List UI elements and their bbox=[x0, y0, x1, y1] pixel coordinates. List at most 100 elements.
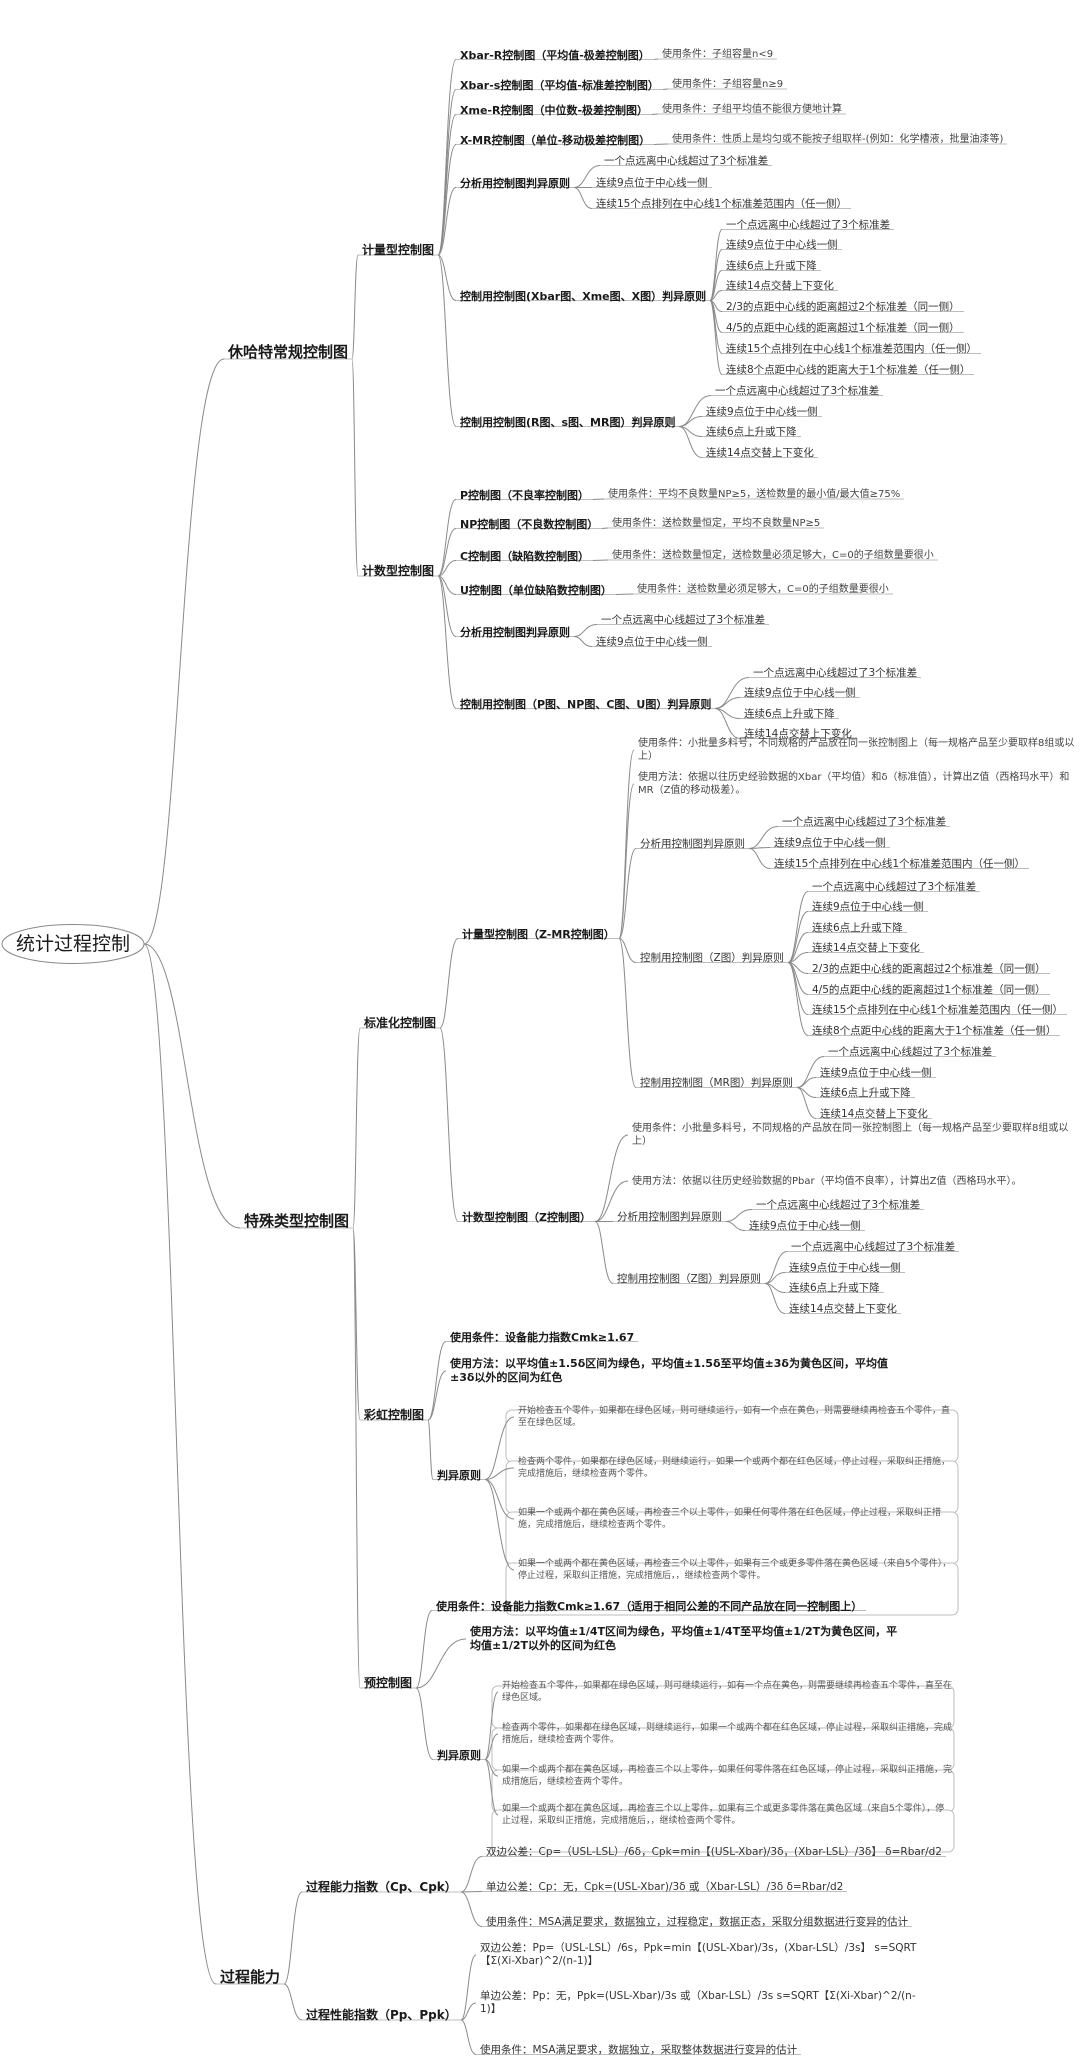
mind-map-node: 连续9点位于中心线一侧 bbox=[726, 238, 838, 251]
mind-map-node: 连续14点交替上下变化 bbox=[812, 941, 920, 954]
connector bbox=[796, 1077, 817, 1088]
mind-map-node: 连续6点上升或下降 bbox=[789, 1281, 880, 1294]
connector bbox=[764, 1251, 788, 1284]
mind-map-node: 连续6点上升或下降 bbox=[744, 707, 835, 720]
connector bbox=[592, 498, 605, 500]
mind-map-node: 一个点远离中心线超过了3个标准差 bbox=[604, 154, 769, 167]
connector bbox=[427, 1419, 434, 1480]
mind-map-node: 连续14点交替上下变化 bbox=[726, 279, 834, 292]
rule-group-box bbox=[505, 1562, 959, 1616]
connector bbox=[764, 1283, 786, 1314]
mind-map-node: 计数型控制图（Z控制图） bbox=[462, 1210, 591, 1224]
mind-map-node: 连续15个点排列在中心线1个标准差范围内（任一侧） bbox=[596, 197, 848, 210]
connector bbox=[460, 2019, 477, 2055]
connector bbox=[714, 697, 741, 709]
connector bbox=[618, 848, 637, 939]
mind-map-node: 连续8个点距中心线的距离大于1个标准差（任一侧） bbox=[726, 363, 971, 376]
mind-map-node: 连续14点交替上下变化 bbox=[706, 446, 814, 459]
mind-map-node: 双边公差：Cp=（USL-LSL）/6δ，Cpk=min【(USL-Xbar)/… bbox=[486, 1845, 942, 1858]
mind-map-node: 连续8个点距中心线的距离大于1个标准差（任一侧） bbox=[812, 1024, 1057, 1037]
connector bbox=[484, 1759, 499, 1816]
mind-map-node: 使用方法：以平均值±1.5δ区间为绿色，平均值±1.5δ至平均值±3δ为黄色区间… bbox=[450, 1356, 888, 1384]
connector bbox=[748, 826, 779, 849]
connector bbox=[437, 499, 457, 577]
connector bbox=[678, 416, 703, 427]
connector bbox=[594, 1134, 629, 1222]
connector bbox=[439, 1027, 459, 1222]
connector bbox=[651, 113, 659, 115]
mind-map-node: 使用条件：子组平均值不能很方便地计算 bbox=[662, 104, 842, 115]
mind-map-node: 控制用控制图（Z图）判异原则 bbox=[640, 951, 784, 964]
mind-map-node: 4/5的点距中心线的距离超过1个标准差（同一侧） bbox=[726, 321, 960, 334]
connector bbox=[618, 938, 637, 1088]
connector bbox=[714, 708, 741, 739]
mind-map-node: 控制用控制图（P图、NP图、C图、U图）判异原则 bbox=[460, 697, 712, 711]
connector bbox=[283, 1983, 303, 2021]
mind-map-node: 过程能力指数（Cp、Cpk） bbox=[306, 1880, 457, 1894]
mind-map-node: 计量型控制图 bbox=[362, 243, 435, 257]
mind-map-node: P控制图（不良率控制图） bbox=[460, 488, 590, 502]
mind-map-node: Xbar-s控制图（平均值-标准差控制图） bbox=[460, 78, 659, 92]
mind-map-node: 如果一个或两个都在黄色区域，再检查三个以上零件，如果任何零件落在红色区域，停止过… bbox=[518, 1508, 942, 1531]
connector bbox=[618, 783, 635, 939]
mind-map-node: 判异原则 bbox=[437, 1748, 481, 1762]
connector bbox=[653, 143, 669, 145]
connector bbox=[484, 1733, 499, 1760]
mind-map-node: 使用条件：MSA满足要求，数据独立，过程稳定，数据正态，采取分组数据进行变异的估… bbox=[486, 1915, 909, 1928]
mind-map-node: 使用条件：小批量多料号，不同规格的产品放在同一张控制图上（每一规格产品至少要取样… bbox=[638, 738, 1075, 762]
mind-map-node: 连续9点位于中心线一侧 bbox=[749, 1219, 861, 1232]
connector bbox=[678, 426, 703, 458]
connector bbox=[573, 187, 593, 209]
connector bbox=[484, 1479, 515, 1571]
connector bbox=[352, 1027, 361, 1229]
mind-map-node: 分析用控制图判异原则 bbox=[617, 1210, 722, 1223]
mind-map-node: 连续14点交替上下变化 bbox=[789, 1302, 897, 1315]
connector bbox=[415, 1687, 434, 1760]
mind-map-node: 控制用控制图（MR图）判异原则 bbox=[640, 1076, 793, 1089]
rule-group-box bbox=[491, 1809, 955, 1853]
mind-map-node: 连续15个点排列在中心线1个标准差范围内（任一侧） bbox=[774, 857, 1026, 870]
mind-map-node: 连续9点位于中心线一侧 bbox=[744, 686, 856, 699]
mind-map-node: 彩虹控制图 bbox=[364, 1408, 425, 1422]
mind-map-node: 连续6点上升或下降 bbox=[726, 259, 817, 272]
connector bbox=[592, 559, 609, 561]
mind-map-node: 控制用控制图（Z图）判异原则 bbox=[617, 1272, 761, 1285]
connector bbox=[427, 1370, 447, 1421]
mind-map-node: 4/5的点距中心线的距离超过1个标准差（同一侧） bbox=[812, 983, 1046, 996]
mind-map-node: 单边公差：Pp：无，Ppk=(USL-Xbar)/3s 或（Xbar-LSL）/… bbox=[480, 1989, 916, 2016]
connector bbox=[709, 270, 723, 301]
mind-map-node: 一个点远离中心线超过了3个标准差 bbox=[726, 218, 891, 231]
mind-map-node: 分析用控制图判异原则 bbox=[640, 837, 745, 850]
connector bbox=[415, 1638, 467, 1689]
mind-map-node: 连续9点位于中心线一侧 bbox=[774, 836, 886, 849]
connector bbox=[460, 2002, 477, 2021]
mind-map-node: 使用条件：设备能力指数Cmk≥1.67（适用于相同公差的不同产品放在同一控制图上… bbox=[436, 1599, 863, 1613]
mind-map-node: 检查两个零件，如果都在绿色区域，则继续运行，如果一个或两个都在红色区域，停止过程… bbox=[518, 1457, 951, 1480]
mind-map-node: 使用条件：送检数量恒定，平均不良数量NP≥5 bbox=[612, 518, 821, 529]
mind-map-node: 2/3的点距中心线的距离超过2个标准差（同一侧） bbox=[812, 962, 1046, 975]
mind-map-node: 控制用控制图(Xbar图、Xme图、X图）判异原则 bbox=[460, 289, 707, 303]
mind-map-node: 一个点远离中心线超过了3个标准差 bbox=[715, 384, 880, 397]
connector bbox=[143, 358, 225, 945]
mind-map-node: 使用条件：子组容量n≥9 bbox=[672, 79, 784, 90]
connector bbox=[415, 1610, 433, 1689]
mind-map-node: 连续9点位于中心线一侧 bbox=[812, 900, 924, 913]
mind-map-node: 使用条件：小批量多料号，不同规格的产品放在同一张控制图上（每一规格产品至少要取样… bbox=[632, 1123, 1069, 1147]
mind-map-node: 过程性能指数（Pp、Ppk） bbox=[306, 2008, 457, 2022]
connector bbox=[787, 962, 809, 995]
connector bbox=[352, 1227, 361, 1421]
mind-map-node: 特殊类型控制图 bbox=[244, 1212, 350, 1230]
mind-map-node: 使用条件：送检数量必须足够大，C=0的子组数量要很小 bbox=[637, 584, 889, 595]
connector bbox=[460, 1954, 477, 2021]
connector bbox=[352, 1227, 361, 1689]
mind-map-node: 使用条件：MSA满足要求，数据独立，采取整体数据进行变异的估计 bbox=[480, 2043, 798, 2056]
connector bbox=[725, 1221, 746, 1231]
mind-map-node: 一个点远离中心线超过了3个标准差 bbox=[782, 815, 947, 828]
mind-map-node: 如果一个或两个都在黄色区域，再检查三个以上零件，如果有三个或更多零件落在黄色区域… bbox=[502, 1804, 945, 1827]
connector bbox=[143, 943, 217, 1985]
connector bbox=[573, 624, 598, 637]
mind-map-node: 使用方法：以平均值±1/4T区间为绿色，平均值±1/4T至平均值±1/2T为黄色… bbox=[470, 1624, 898, 1652]
mind-map-node: 一个点远离中心线超过了3个标准差 bbox=[828, 1045, 993, 1058]
mind-map-node: 开始检查五个零件，如果都在绿色区域，则可继续运行，如有一个点在黄色，则需要继续再… bbox=[518, 1406, 951, 1429]
